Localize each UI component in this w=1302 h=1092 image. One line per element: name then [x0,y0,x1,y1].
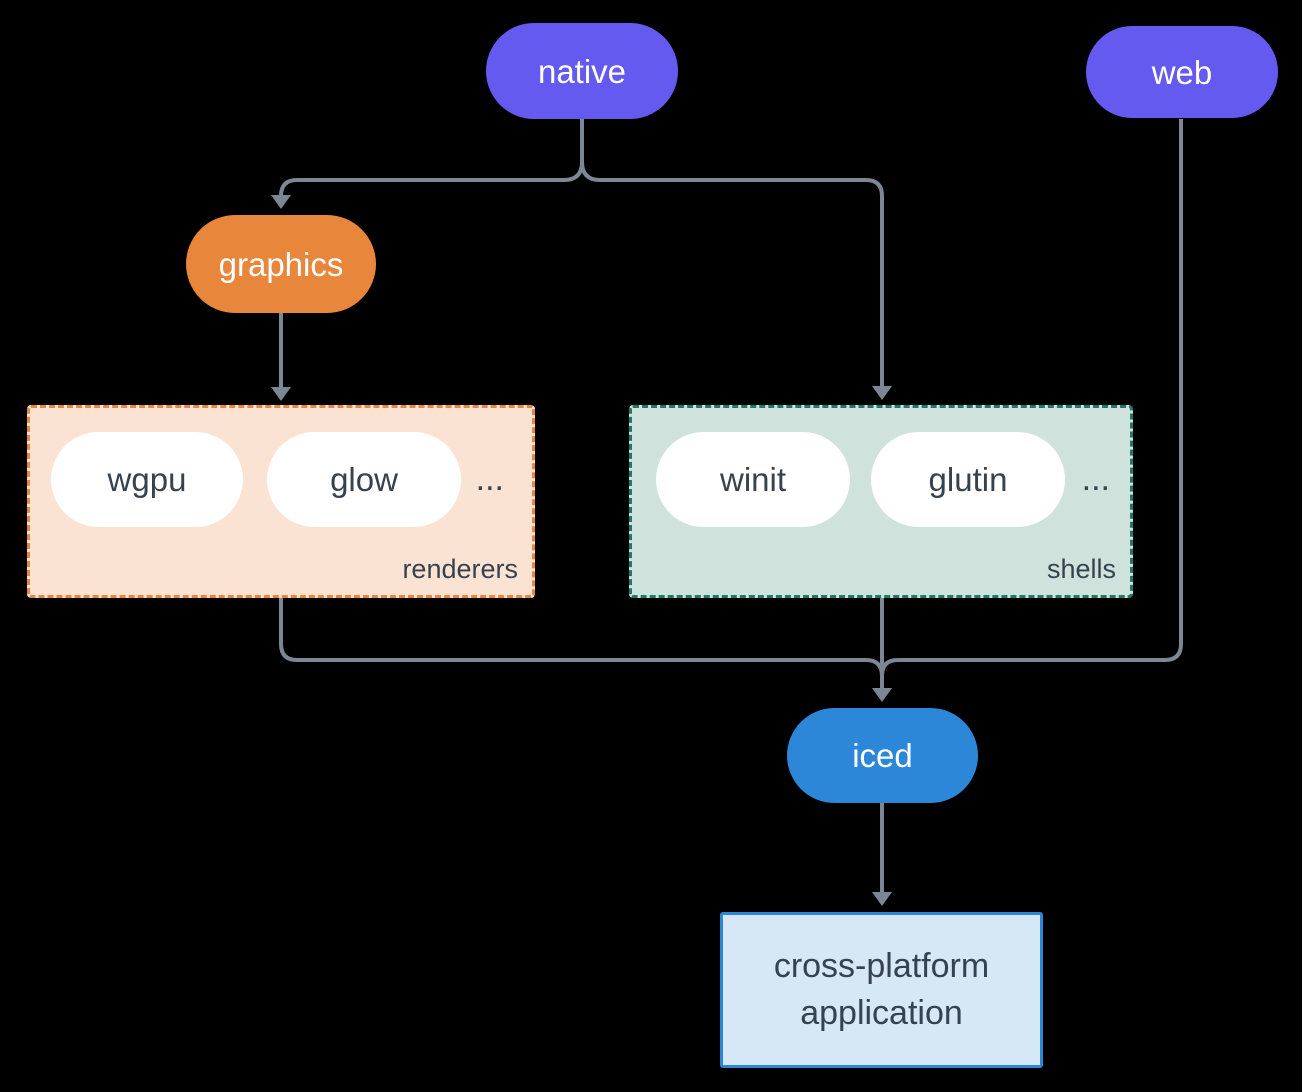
node-web-label: web [1151,53,1213,91]
node-graphics: graphics [186,215,376,313]
node-iced-label: iced [852,737,913,774]
node-wgpu: wgpu [51,432,243,527]
node-glow: glow [267,432,461,527]
arrowhead-graphics [271,195,291,209]
app-label-line1: cross-platform [773,947,990,985]
node-winit: winit [656,432,850,527]
node-wgpu-label: wgpu [107,461,187,498]
arrowhead-shells [872,386,892,400]
shells-ellipsis: ... [1081,460,1110,498]
edge-native-to-shells [580,161,884,387]
node-winit-label: winit [719,461,787,498]
node-glow-label: glow [330,461,398,498]
app-label-line2: application [800,994,963,1032]
node-native: native [486,23,678,119]
renderers-ellipsis: ... [475,460,504,498]
node-web: web [1086,26,1278,118]
edge-renderers-to-merge [279,598,884,677]
arrowhead-renderers [271,387,291,401]
group-renderers-label: renderers [402,554,518,585]
node-graphics-label: graphics [218,245,344,283]
node-glutin-label: glutin [928,461,1008,498]
node-iced: iced [787,708,978,803]
group-shells: winit glutin ... shells [629,405,1133,598]
arrowhead-iced [872,688,892,702]
group-renderers: wgpu glow ... renderers [27,405,535,598]
node-native-label: native [537,52,627,90]
node-cross-platform-application: cross-platform application [720,912,1043,1068]
arrowhead-app [872,892,892,906]
group-shells-label: shells [1046,554,1116,585]
node-glutin: glutin [871,432,1065,527]
edge-native-to-graphics [279,161,584,198]
